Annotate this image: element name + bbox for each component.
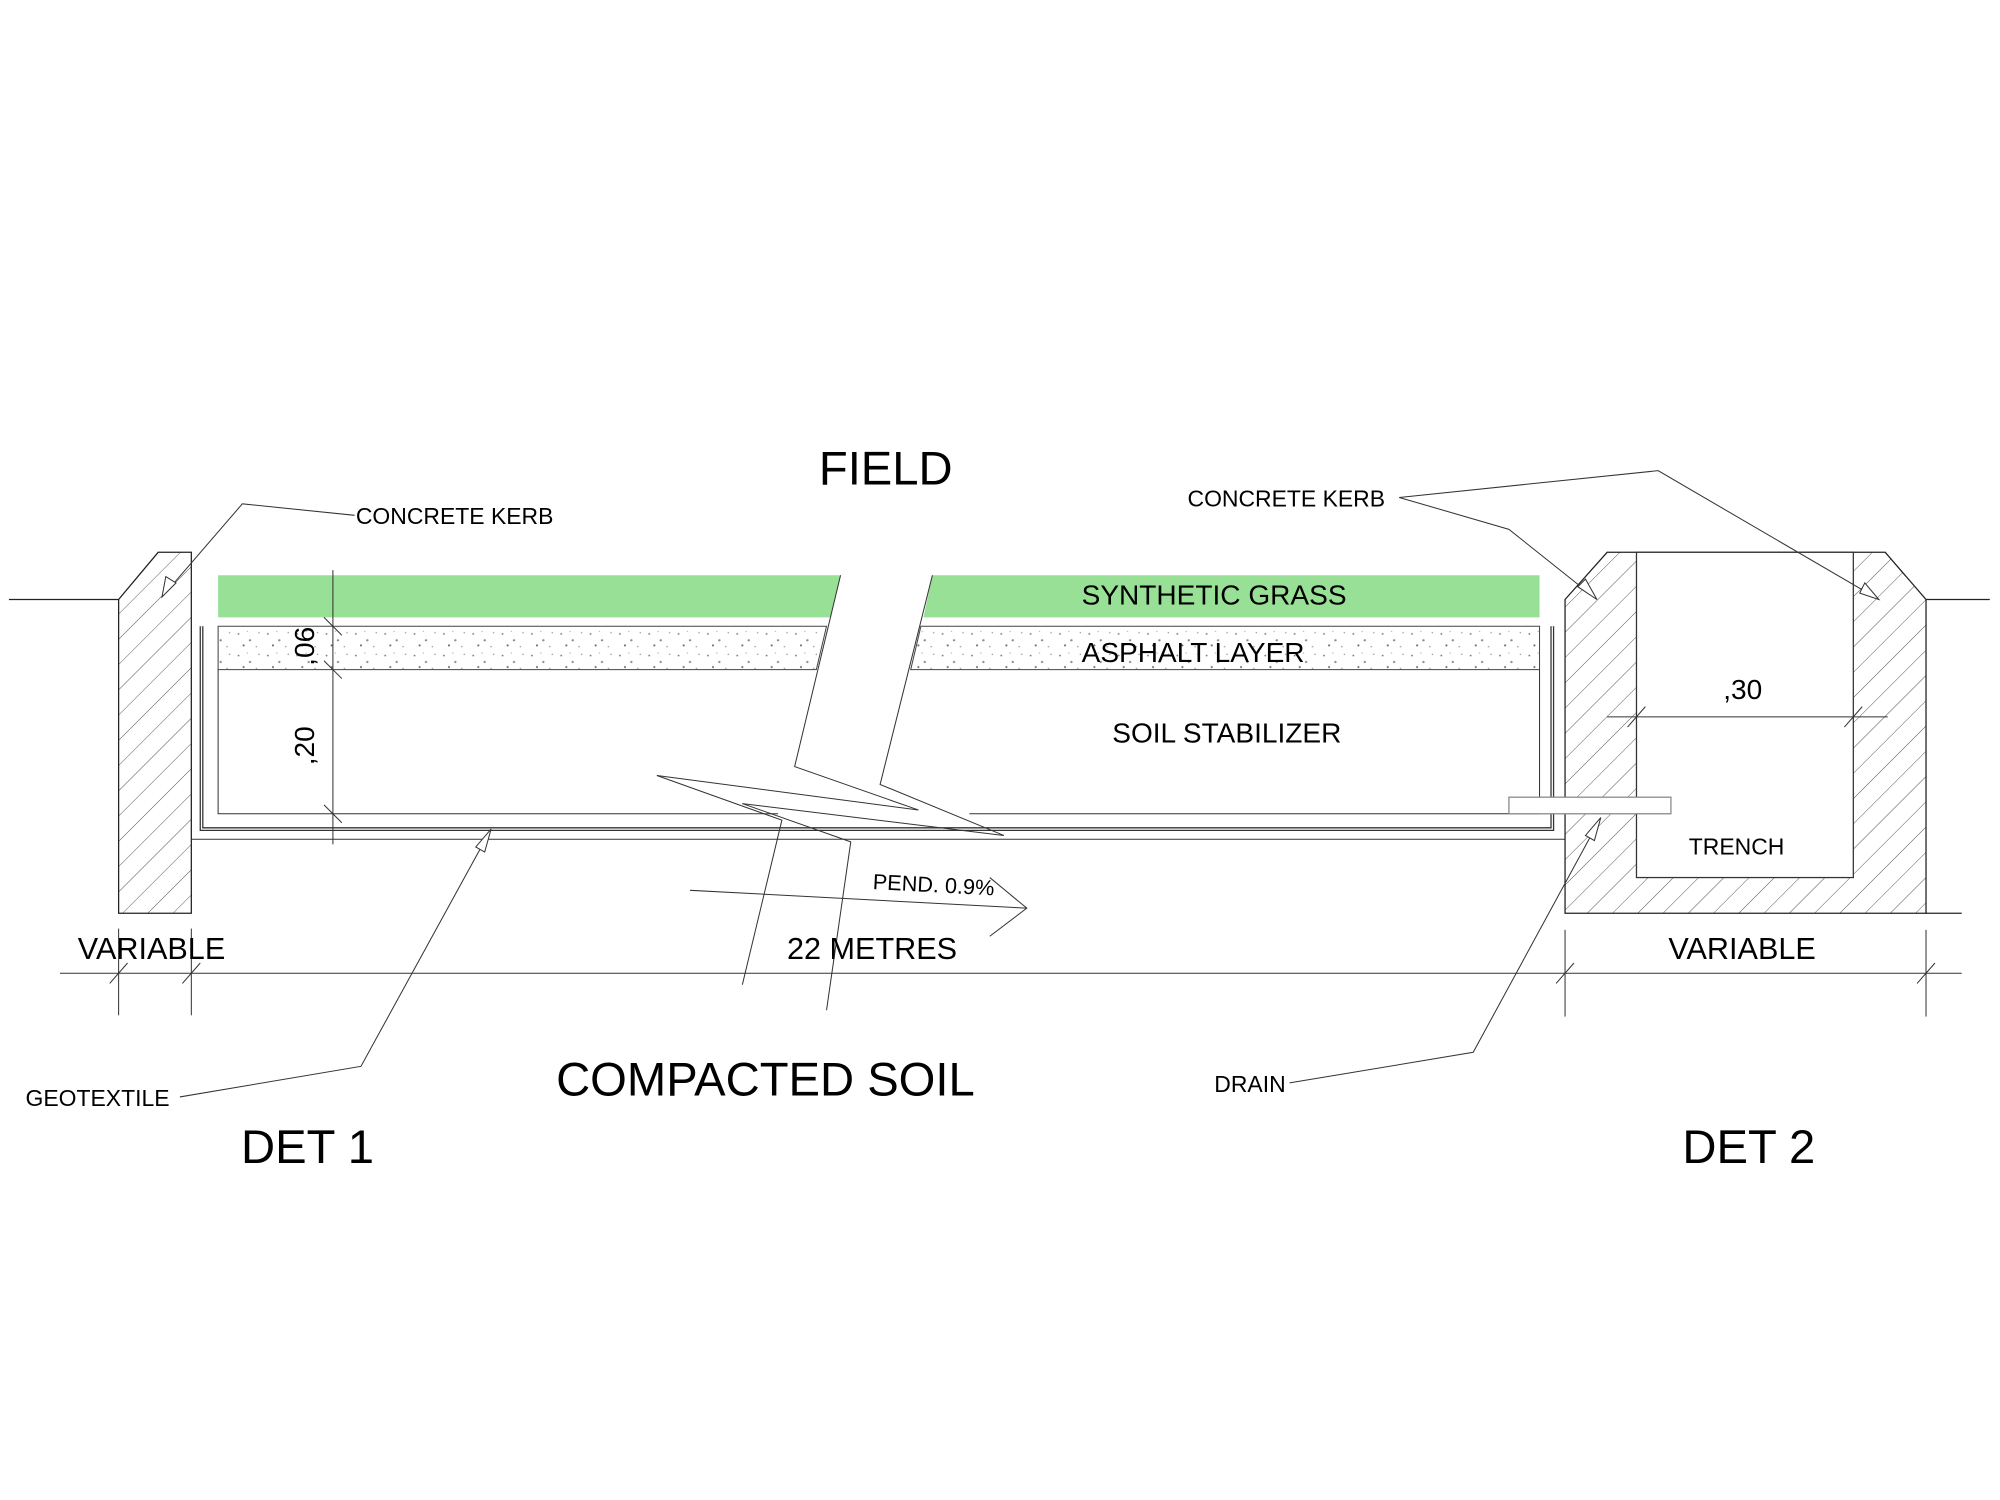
asphalt-layer-label: ASPHALT LAYER	[1082, 637, 1305, 668]
drain-label: DRAIN	[1214, 1071, 1285, 1097]
leader-lines	[161, 470, 1881, 1098]
horizontal-dimension: VARIABLE 22 METRES VARIABLE	[59, 928, 1962, 1017]
soil-thickness-label: ,20	[289, 726, 320, 765]
asphalt-thickness-label: ,06	[289, 627, 320, 666]
left-width-label: VARIABLE	[78, 932, 225, 966]
kerb-right-label: CONCRETE KERB	[1188, 485, 1386, 511]
kerb-left-label: CONCRETE KERB	[356, 503, 554, 529]
detail-1-label: DET 1	[241, 1121, 374, 1174]
synthetic-grass-label: SYNTHETIC GRASS	[1082, 580, 1347, 611]
synthetic-grass-layer	[218, 575, 1540, 618]
soil-stabilizer-label: SOIL STABILIZER	[1112, 717, 1341, 748]
left-concrete-kerb	[8, 551, 192, 914]
trench	[1635, 551, 1854, 879]
slope-arrow: PEND. 0.9%	[690, 869, 1028, 937]
field-title: FIELD	[819, 443, 953, 496]
slope-label: PEND. 0.9%	[872, 869, 995, 900]
right-width-label: VARIABLE	[1668, 932, 1815, 966]
geotextile-label: GEOTEXTILE	[26, 1085, 170, 1111]
field-width-label: 22 METRES	[787, 932, 957, 966]
geotextile	[191, 626, 1566, 840]
drain-pipe	[1508, 796, 1672, 815]
trench-width-label: ,30	[1723, 674, 1762, 705]
asphalt-layer	[217, 625, 1541, 671]
right-concrete-kerb: ,30 TRENCH	[1564, 551, 1990, 914]
trench-label: TRENCH	[1689, 834, 1785, 860]
detail-2-label: DET 2	[1682, 1121, 1815, 1174]
break-lines	[656, 575, 1005, 1011]
compacted-soil-label: COMPACTED SOIL	[556, 1054, 975, 1107]
vertical-dimension: ,06 ,20	[289, 570, 343, 845]
